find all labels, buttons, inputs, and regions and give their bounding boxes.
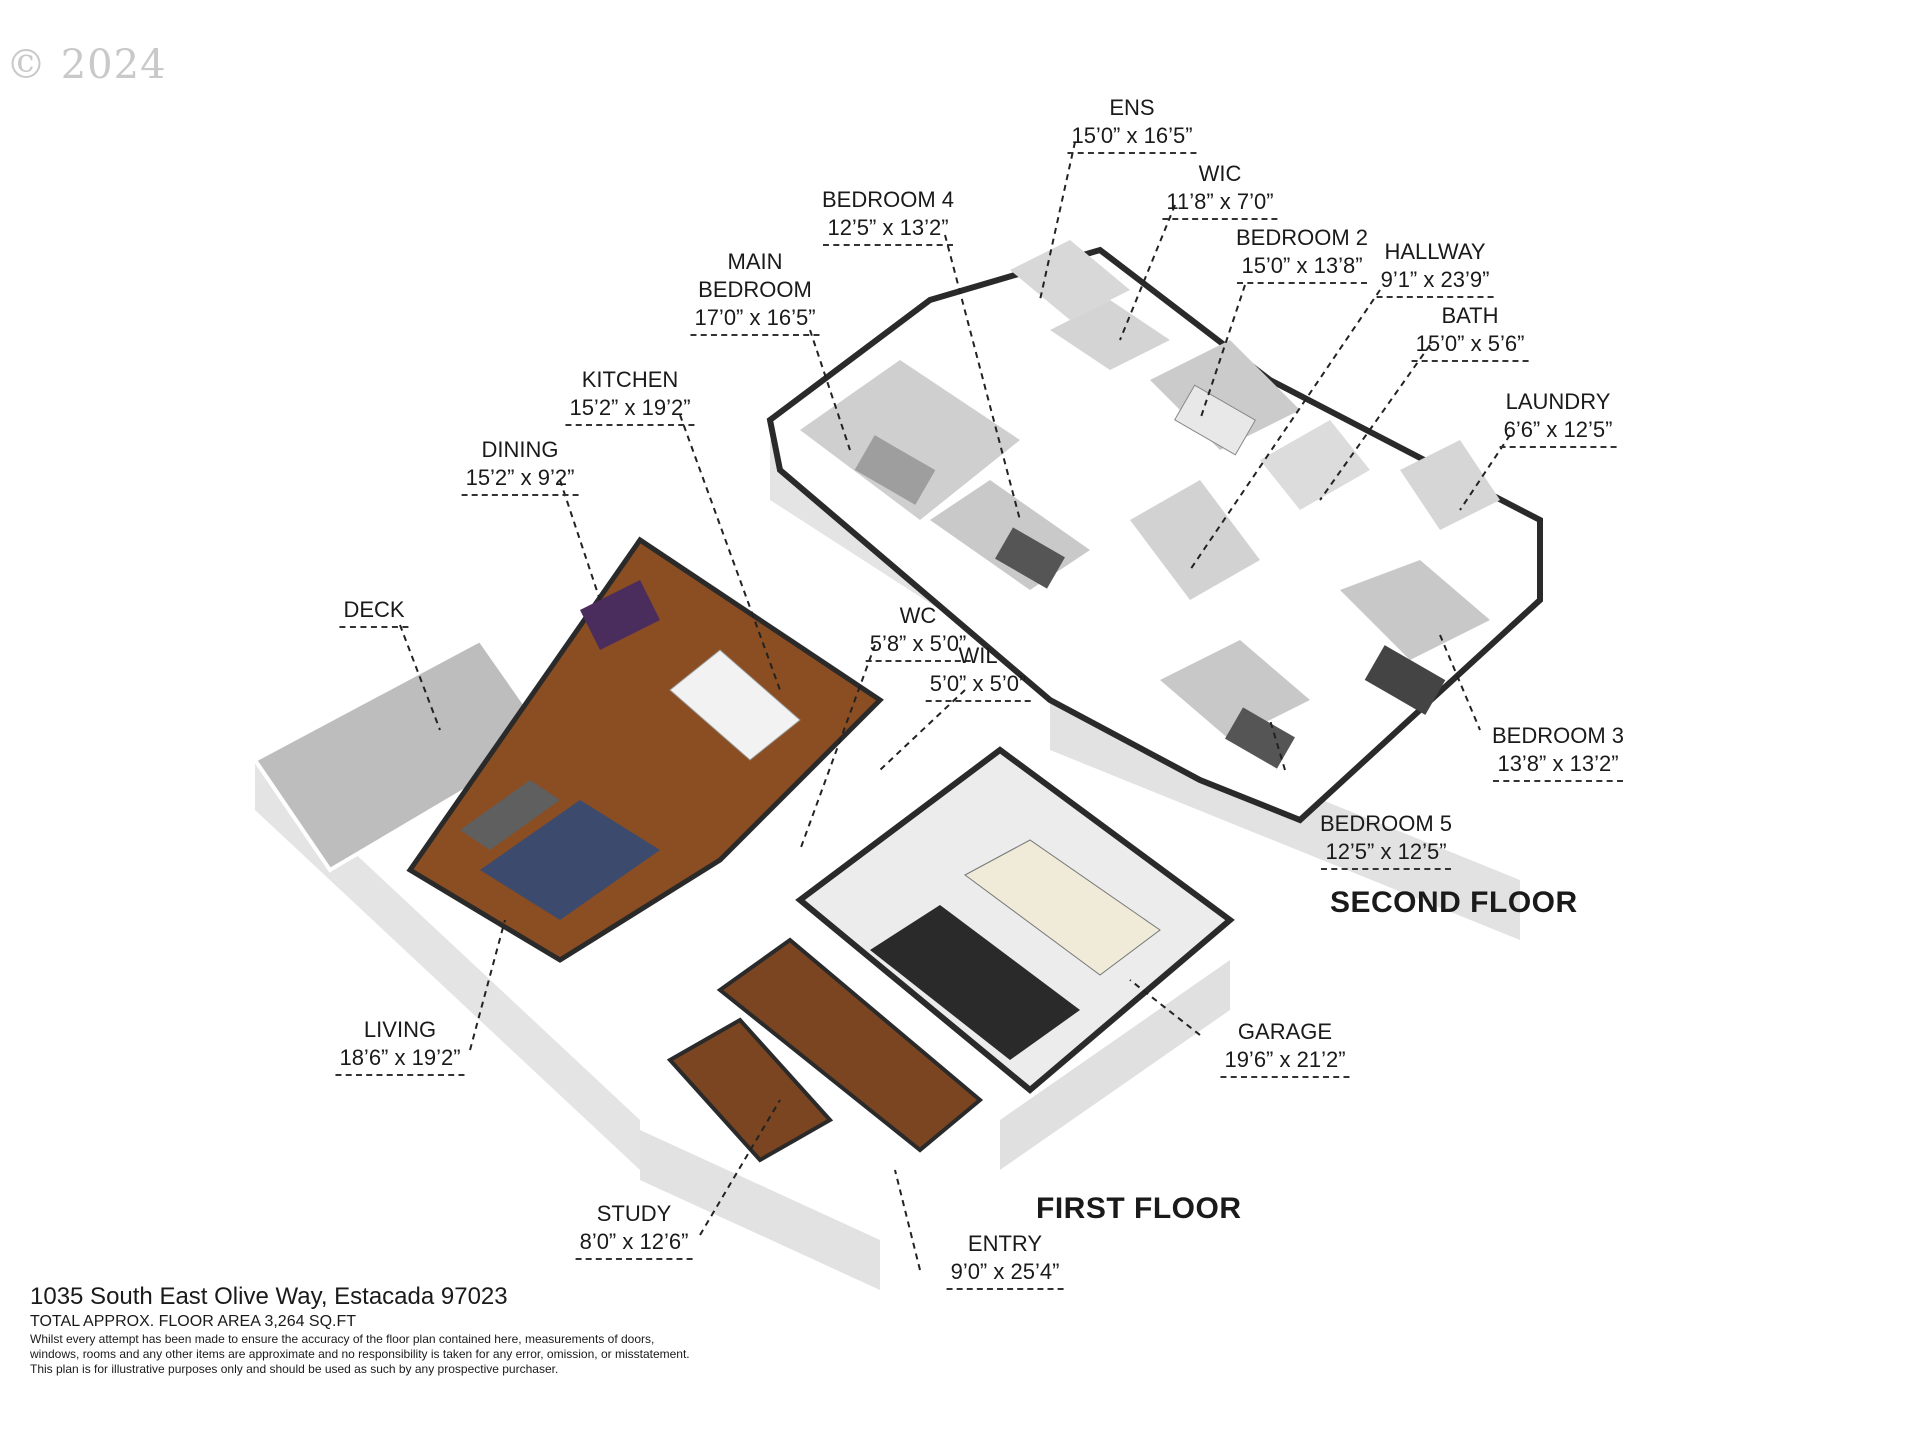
main-bedroom-floor — [800, 360, 1020, 520]
living-rug — [480, 800, 660, 920]
room-dimensions: 11’8” x 7’0” — [1162, 188, 1278, 220]
bath-floor — [1260, 420, 1370, 510]
bedroom5-floor — [1160, 640, 1310, 740]
room-name: BEDROOM 5 — [1319, 811, 1453, 836]
study-floor — [666, 1017, 834, 1163]
room-label-wil: WIL 5’0” x 5’0” — [925, 642, 1031, 702]
room-label-wic: WIC 11’8” x 7’0” — [1162, 160, 1278, 220]
room-name: STUDY — [596, 1201, 672, 1226]
room-name: BATH — [1441, 303, 1499, 328]
room-dimensions: 15’2” x 19’2” — [565, 394, 695, 426]
disclaimer-line: windows, rooms and any other items are a… — [30, 1347, 690, 1361]
room-name: WIC — [1198, 161, 1242, 186]
leader-lines — [399, 141, 1511, 1271]
room-name: DECK — [339, 596, 409, 628]
room-dimensions: 15’2” x 9’2” — [461, 464, 579, 496]
room-name: MAIN — [727, 249, 783, 274]
room-dimensions: 12’5” x 12’5” — [1321, 838, 1451, 870]
room-name: BEDROOM 4 — [821, 187, 955, 212]
room-dimensions: 9’1” x 23’9” — [1376, 266, 1494, 298]
room-label-bedroom3: BEDROOM 3 13’8” x 13’2” — [1492, 722, 1624, 782]
room-name: BEDROOM — [698, 277, 812, 302]
room-name: DINING — [481, 437, 559, 462]
second-floor-title: SECOND FLOOR — [1330, 886, 1578, 919]
footer: 1035 South East Olive Way, Estacada 9702… — [30, 1282, 810, 1377]
bedroom2-floor — [1150, 340, 1300, 450]
room-dimensions: 6’6” x 12’5” — [1499, 416, 1617, 448]
wic-floor — [1050, 300, 1170, 370]
room-name: WC — [899, 603, 937, 628]
room-name: GARAGE — [1237, 1019, 1333, 1044]
room-label-dining: DINING 15’2” x 9’2” — [461, 436, 579, 496]
room-dimensions: 9’0” x 25’4” — [946, 1258, 1064, 1290]
room-label-entry: ENTRY 9’0” x 25’4” — [946, 1230, 1064, 1290]
room-dimensions: 15’0” x 13’8” — [1237, 252, 1367, 284]
room-label-living: LIVING 18’6” x 19’2” — [335, 1016, 465, 1076]
room-label-bedroom2: BEDROOM 2 15’0” x 13’8” — [1236, 224, 1368, 284]
room-label-wc: WC 5’8” x 5’0” — [865, 602, 971, 662]
disclaimer-line: This plan is for illustrative purposes o… — [30, 1362, 559, 1376]
room-dimensions: 18’6” x 19’2” — [335, 1044, 465, 1076]
room-label-study: STUDY 8’0” x 12’6” — [575, 1200, 693, 1260]
room-label-laundry: LAUNDRY 6’6” x 12’5” — [1499, 388, 1617, 448]
room-label-hallway: HALLWAY 9’1” x 23’9” — [1376, 238, 1494, 298]
first-floor-title: FIRST FLOOR — [1036, 1192, 1242, 1225]
room-name: LAUNDRY — [1505, 389, 1611, 414]
room-dimensions: 19’6” x 21’2” — [1220, 1046, 1350, 1078]
room-dimensions: 5’8” x 5’0” — [865, 630, 971, 662]
disclaimer-line: Whilst every attempt has been made to en… — [30, 1332, 655, 1346]
car-dark — [870, 905, 1080, 1060]
room-name: BEDROOM 2 — [1235, 225, 1369, 250]
laundry-floor — [1400, 440, 1500, 530]
room-name: ENTRY — [967, 1231, 1043, 1256]
first-floor-plan — [252, 536, 1235, 1290]
room-dimensions: 17’0” x 16’5” — [690, 304, 820, 336]
room-name: BEDROOM 3 — [1491, 723, 1625, 748]
room-label-bedroom4: BEDROOM 4 12’5” x 13’2” — [822, 186, 954, 246]
copyright-watermark: © 2024 — [6, 42, 167, 88]
room-label-main-bedroom: MAIN BEDROOM 17’0” x 16’5” — [690, 248, 820, 336]
second-floor-plan — [766, 240, 1543, 940]
total-floor-area: TOTAL APPROX. FLOOR AREA 3,264 SQ.FT — [30, 1313, 357, 1330]
garage-floor — [795, 746, 1235, 1094]
room-name: WIL — [958, 643, 998, 668]
room-label-ens: ENS 15’0” x 16’5” — [1067, 94, 1197, 154]
room-label-kitchen: KITCHEN 15’2” x 19’2” — [565, 366, 695, 426]
room-dimensions: 13’8” x 13’2” — [1493, 750, 1623, 782]
ens-floor — [1010, 240, 1130, 320]
bedroom3-floor — [1340, 560, 1490, 660]
hallway-floor — [1130, 480, 1260, 600]
room-name: HALLWAY — [1384, 239, 1486, 264]
car-light — [964, 839, 1161, 976]
room-label-bedroom5: BEDROOM 5 12’5” x 12’5” — [1320, 810, 1452, 870]
room-name: KITCHEN — [581, 367, 679, 392]
entry-floor — [716, 937, 984, 1153]
room-dimensions: 8’0” x 12’6” — [575, 1228, 693, 1260]
room-dimensions: 5’0” x 5’0” — [925, 670, 1031, 702]
room-dimensions: 12’5” x 13’2” — [823, 214, 953, 246]
room-dimensions: 15’0” x 16’5” — [1067, 122, 1197, 154]
room-label-deck: DECK — [339, 596, 409, 628]
room-dimensions: 15’0” x 5’6” — [1411, 330, 1529, 362]
room-label-bath: BATH 15’0” x 5’6” — [1411, 302, 1529, 362]
room-label-garage: GARAGE 19’6” x 21’2” — [1220, 1018, 1350, 1078]
room-name: LIVING — [363, 1017, 437, 1042]
room-name: ENS — [1109, 95, 1155, 120]
property-address: 1035 South East Olive Way, Estacada 9702… — [30, 1283, 508, 1310]
